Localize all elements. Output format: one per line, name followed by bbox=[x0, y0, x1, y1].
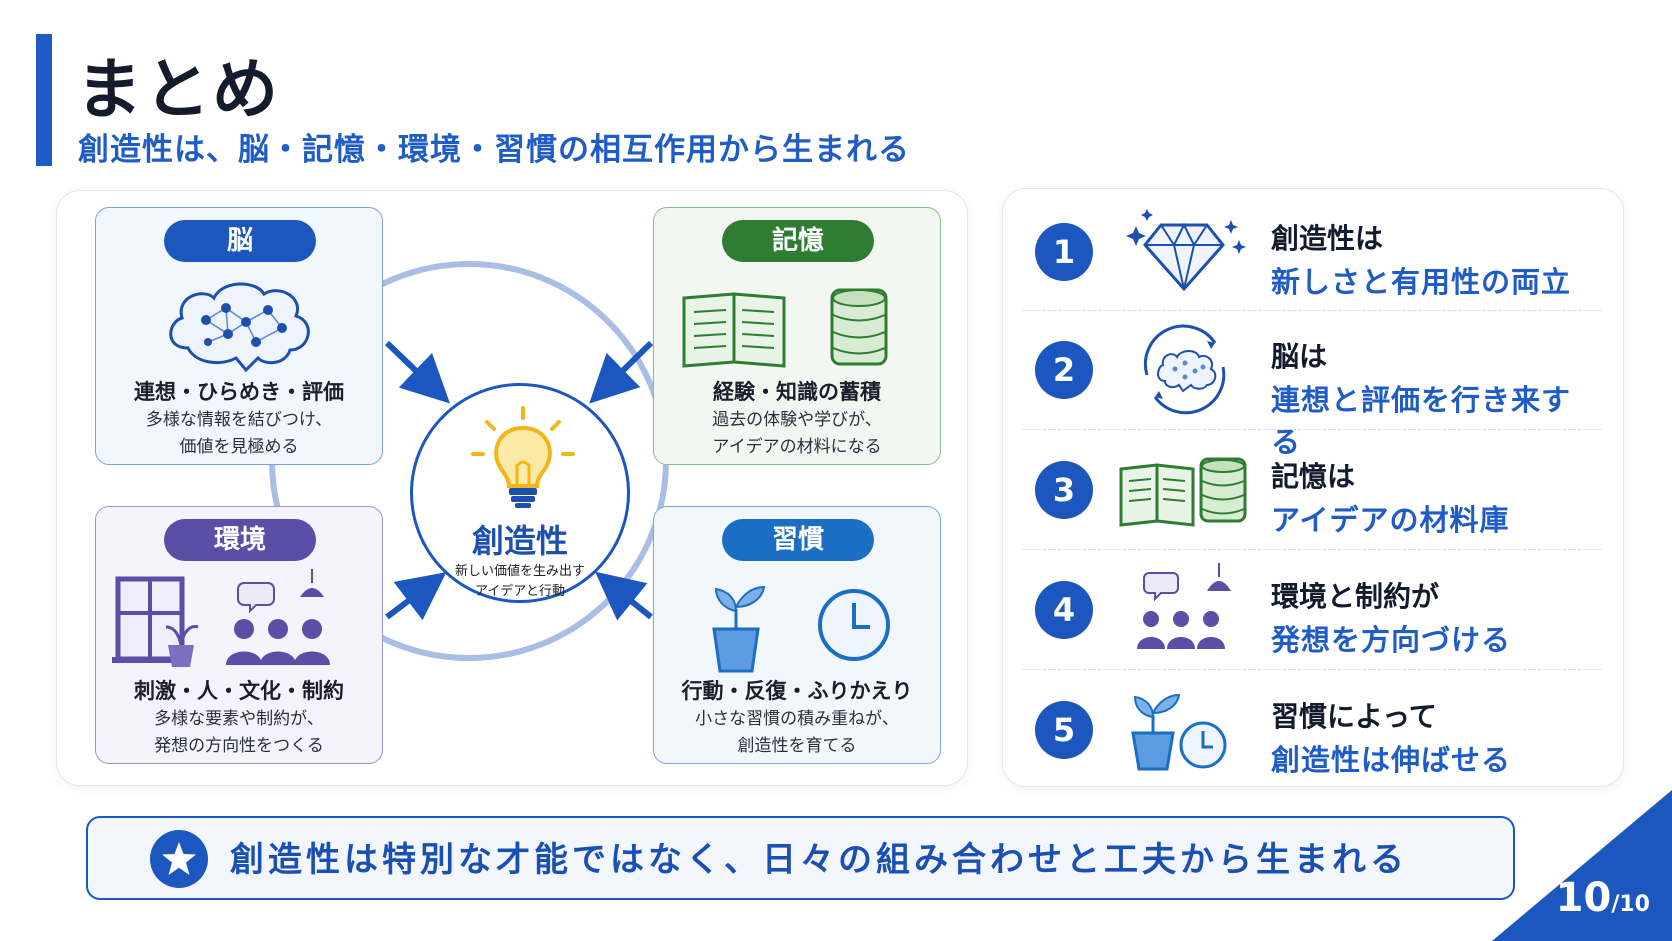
number-badge: 3 bbox=[1035, 461, 1093, 519]
summary-line1: 環境と制約が bbox=[1271, 580, 1440, 613]
quadrant-environment: 環境 刺激・人・文化・制約 多様な要素や制約が、 bbox=[95, 506, 383, 764]
summary-item-1: 1 創造性は 新しさと有用性の両立 bbox=[1031, 197, 1597, 307]
brain-heading: 連想・ひらめき・評価 bbox=[134, 380, 344, 404]
environment-label: 環境 bbox=[164, 519, 316, 561]
banner-text: 創造性は特別な才能ではなく、日々の組み合わせと工夫から生まれる bbox=[230, 840, 1408, 880]
page-number: 10/10 bbox=[1556, 875, 1650, 921]
summary-line2: 創造性は伸ばせる bbox=[1271, 743, 1512, 777]
number-badge: 4 bbox=[1035, 581, 1093, 639]
center-title: 創造性 bbox=[471, 522, 568, 560]
divider bbox=[1023, 310, 1601, 311]
environment-desc-line1: 多様な要素や制約が、 bbox=[154, 709, 324, 729]
people-lamp-icon bbox=[1137, 563, 1231, 649]
summary-item-2: 2 脳は 連想と評価を行き来する bbox=[1031, 315, 1597, 459]
summary-line1: 記憶は bbox=[1271, 460, 1356, 493]
summary-line2: 発想を方向づける bbox=[1271, 623, 1512, 657]
quadrant-habit: 習慣 行動・反復・ふりかえり 小さな習慣の積み重ねが、 創造性を育てる bbox=[653, 506, 941, 764]
habit-desc: 小さな習慣の積み重ねが、 創造性を育てる bbox=[654, 706, 940, 760]
quadrant-brain: 脳 連想・ひらめき・評価 多様な情報を結びつけ、 価値を見極める bbox=[95, 207, 383, 465]
environment-heading: 刺激・人・文化・制約 bbox=[134, 679, 344, 703]
brain-network-icon bbox=[169, 282, 310, 373]
page-title: まとめ bbox=[76, 51, 280, 128]
environment-desc: 多様な要素や制約が、 発想の方向性をつくる bbox=[96, 706, 382, 760]
brain-label: 脳 bbox=[164, 220, 316, 262]
number-badge: 5 bbox=[1035, 701, 1093, 759]
summary-item-3: 3 記憶は アイデアの材料庫 bbox=[1031, 435, 1597, 545]
brain-desc: 多様な情報を結びつけ、 価値を見極める bbox=[96, 407, 382, 461]
quadrant-memory: 記憶 経験・知識の蓄積 過去の体 bbox=[653, 207, 941, 465]
brain-desc-line2: 価値を見極める bbox=[179, 437, 299, 457]
habit-desc-line1: 小さな習慣の積み重ねが、 bbox=[695, 709, 899, 729]
memory-desc-line1: 過去の体験や学びが、 bbox=[712, 410, 882, 430]
summary-line2: 新しさと有用性の両立 bbox=[1271, 265, 1572, 299]
divider bbox=[1023, 429, 1601, 430]
center-desc: 新しい価値を生み出す アイデアと行動 bbox=[413, 562, 627, 602]
book-database-icon bbox=[682, 288, 888, 368]
memory-heading: 経験・知識の蓄積 bbox=[713, 380, 881, 404]
diamond-icon bbox=[1126, 209, 1246, 292]
summary-item-5: 5 習慣によって 創造性は伸ばせる bbox=[1031, 675, 1597, 785]
title-accent-bar bbox=[36, 34, 52, 166]
habit-desc-line2: 創造性を育てる bbox=[737, 736, 857, 756]
key-message-banner: 創造性は特別な才能ではなく、日々の組み合わせと工夫から生まれる bbox=[86, 816, 1515, 900]
summary-line2: 連想と評価を行き来する bbox=[1271, 383, 1572, 459]
habit-label: 習慣 bbox=[722, 519, 874, 561]
page-current: 10 bbox=[1555, 875, 1612, 921]
center-creativity: 創造性 新しい価値を生み出す アイデアと行動 bbox=[410, 383, 630, 603]
memory-label: 記憶 bbox=[722, 220, 874, 262]
summary-line1: 創造性は bbox=[1271, 222, 1384, 255]
plant-clock-icon bbox=[712, 585, 890, 673]
window-people-icon bbox=[112, 569, 330, 667]
summary-item-4: 4 環境と制約が 発想を方向づける bbox=[1031, 555, 1597, 665]
corner-triangle bbox=[1492, 790, 1672, 941]
memory-desc: 過去の体験や学びが、 アイデアの材料になる bbox=[654, 407, 940, 461]
number-badge: 1 bbox=[1035, 223, 1093, 281]
summary-panel: 1 創造性は 新しさと有用性の両立 2 bbox=[1002, 188, 1624, 787]
number-badge: 2 bbox=[1035, 341, 1093, 399]
environment-desc-line2: 発想の方向性をつくる bbox=[154, 736, 324, 756]
divider bbox=[1023, 549, 1601, 550]
habit-heading: 行動・反復・ふりかえり bbox=[681, 679, 913, 703]
divider bbox=[1023, 669, 1601, 670]
book-database-icon bbox=[1119, 457, 1247, 527]
star-icon bbox=[150, 830, 208, 888]
center-desc-line1: 新しい価値を生み出す bbox=[454, 564, 585, 579]
lightbulb-icon bbox=[471, 406, 575, 508]
diagram-panel: 脳 連想・ひらめき・評価 多様な情報を結びつけ、 価値を見極める 記憶 bbox=[56, 190, 968, 786]
page-total: /10 bbox=[1611, 892, 1650, 917]
brain-desc-line1: 多様な情報を結びつけ、 bbox=[145, 410, 333, 430]
plant-clock-icon bbox=[1131, 693, 1227, 771]
summary-line2: アイデアの材料庫 bbox=[1271, 503, 1510, 537]
brain-cycle-icon bbox=[1143, 324, 1226, 415]
page-subtitle: 創造性は、脳・記憶・環境・習慣の相互作用から生まれる bbox=[78, 132, 910, 168]
center-desc-line2: アイデアと行動 bbox=[474, 584, 566, 599]
summary-line1: 習慣によって bbox=[1271, 700, 1437, 733]
memory-desc-line2: アイデアの材料になる bbox=[712, 437, 882, 457]
summary-line1: 脳は bbox=[1271, 340, 1328, 373]
